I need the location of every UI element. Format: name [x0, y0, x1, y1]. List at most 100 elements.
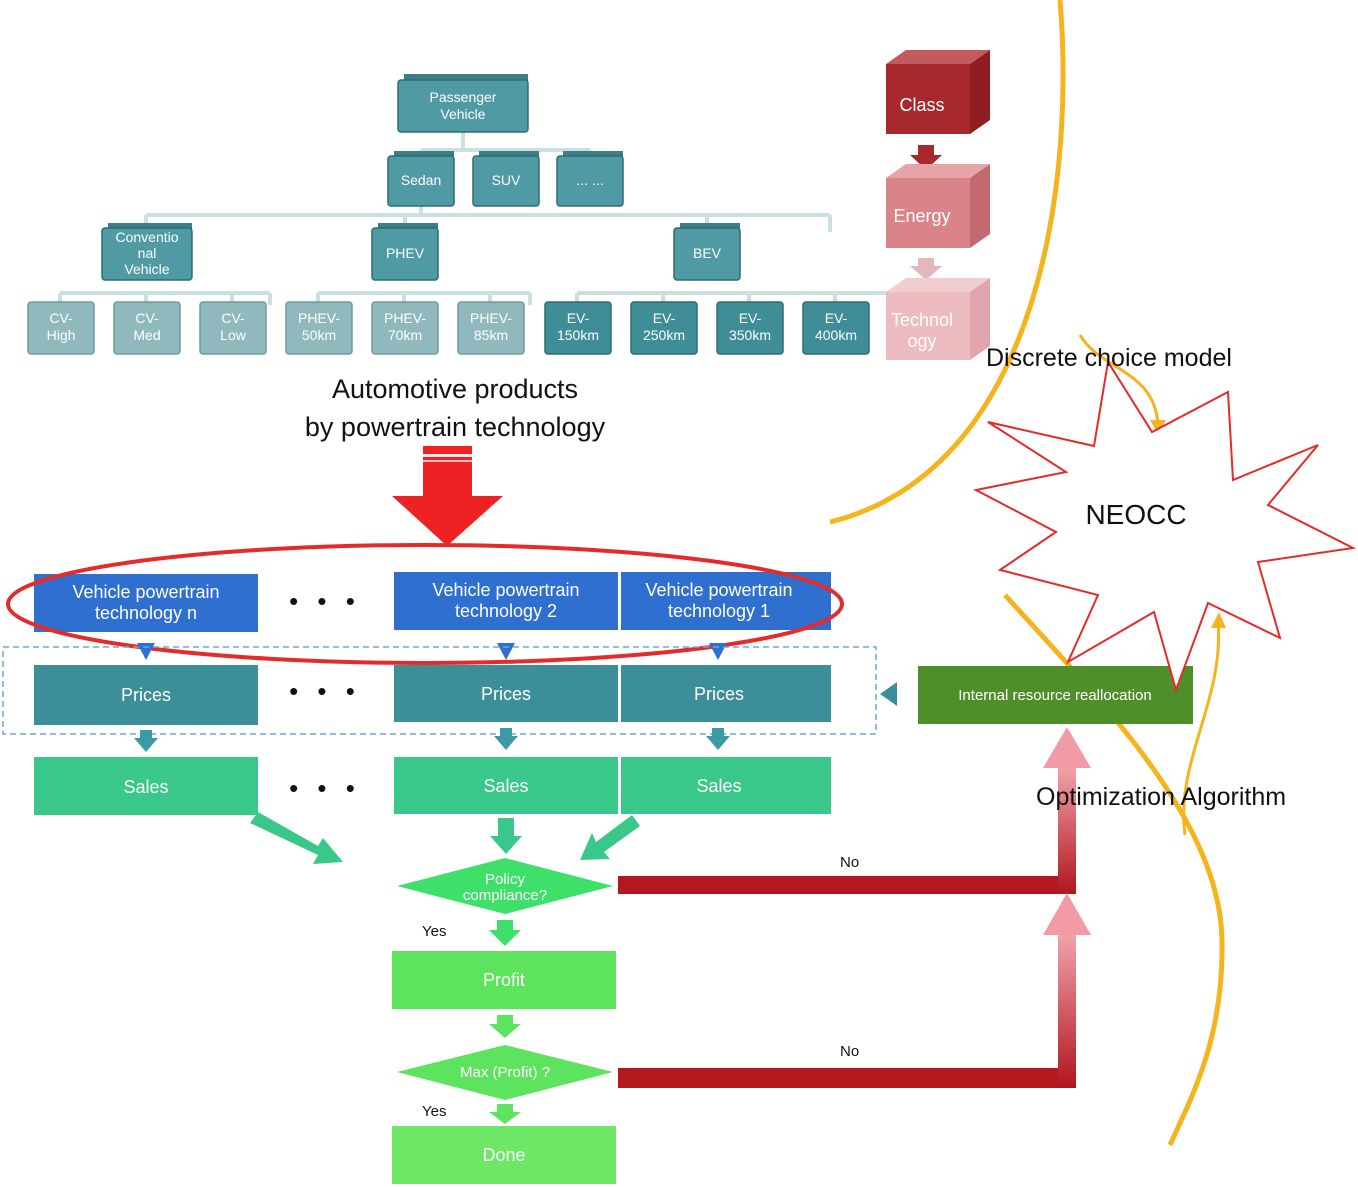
leaf-cv-med: CV- Med: [113, 301, 181, 355]
caption-line1: Automotive products: [332, 374, 578, 404]
leaf-phev-85km: PHEV- 85km: [457, 301, 525, 355]
ellipsis-sales: • • •: [289, 773, 361, 803]
yes-1: Yes: [422, 923, 446, 940]
leaf-cv-high: CV- High: [27, 301, 95, 355]
arrow-to-done: [489, 1104, 521, 1124]
optimization-label: Optimization Algorithm: [1036, 783, 1286, 811]
profit-box: [392, 951, 616, 1009]
node-suv: SUV: [472, 151, 540, 207]
feedback-arrow-no-2: [618, 893, 1091, 1088]
node-bev: BEV: [673, 223, 741, 281]
node-conventional-line1: Conventio: [115, 229, 178, 245]
profit-label: Profit: [483, 970, 525, 990]
leaf-phev-70km: PHEV- 70km: [371, 301, 439, 355]
leaf-ev-400km: EV- 400km: [802, 301, 870, 355]
orange-arrowhead-opt: [1211, 612, 1226, 628]
leaf-ev-150-l2: 150km: [557, 327, 599, 343]
cube-energy-label: Energy: [893, 206, 950, 226]
no-2: No: [840, 1043, 859, 1060]
leaf-cv-med-l2: Med: [133, 327, 160, 343]
dcm-label: Discrete choice model: [986, 344, 1232, 372]
sales-n-box: [34, 757, 258, 815]
leaf-ev-400-l2: 400km: [815, 327, 857, 343]
blue-arrow-2: [497, 643, 515, 660]
neocc-label: NEOCC: [1085, 499, 1186, 530]
neocc-starburst: [973, 359, 1357, 694]
policy-l2: compliance?: [463, 887, 547, 904]
leaf-ev-250-l2: 250km: [643, 327, 685, 343]
leaf-phev-85-l1: PHEV-: [470, 310, 512, 326]
sales-1-box: [621, 757, 831, 814]
leaf-ev-400-l1: EV-: [825, 310, 848, 326]
tech-n-box: Vehicle powertrain technology n: [34, 574, 258, 632]
leaf-cv-low: CV- Low: [199, 301, 267, 355]
node-phev: PHEV: [371, 223, 439, 281]
leaf-cv-low-l2: Low: [220, 327, 247, 343]
leaf-ev-150-l1: EV-: [567, 310, 590, 326]
caption-line2: by powertrain technology: [305, 412, 606, 442]
leaf-phev-70-l2: 70km: [388, 327, 422, 343]
tech-n-l2: technology n: [95, 603, 197, 623]
cube-energy: Energy: [886, 164, 990, 248]
node-passenger-vehicle-line2: Vehicle: [440, 106, 485, 122]
feedback-arrow-no-1: [618, 727, 1091, 894]
tech-2-l1: Vehicle powertrain: [432, 580, 579, 600]
leaf-ev-350-l1: EV-: [739, 310, 762, 326]
leaf-phev-85-l2: 85km: [474, 327, 508, 343]
leaf-ev-350km: EV- 350km: [716, 301, 784, 355]
node-conventional-vehicle: Conventio nal Vehicle: [101, 223, 193, 281]
price-to-sales-arrows: [134, 728, 730, 752]
leaf-ev-350-l2: 350km: [729, 327, 771, 343]
cube-arrow-2: [910, 258, 942, 280]
tech-n-l1: Vehicle powertrain: [72, 582, 219, 602]
sales-1-label: Sales: [696, 776, 741, 796]
ellipsis-tech: • • •: [289, 586, 361, 616]
leaf-phev-70-l1: PHEV-: [384, 310, 426, 326]
node-passenger-vehicle: Passenger Vehicle: [397, 74, 529, 133]
node-sedan-label: Sedan: [401, 172, 441, 188]
done-box: [392, 1126, 616, 1184]
node-more-classes: ... ...: [556, 151, 624, 207]
tech-2-l2: technology 2: [455, 601, 557, 621]
tech-2-box: Vehicle powertrain technology 2: [394, 572, 618, 630]
cube-technology: Technol ogy: [886, 278, 990, 360]
max-profit-diamond: [397, 1045, 613, 1100]
node-conventional-line2: nal: [138, 245, 157, 261]
leaf-phev-50-l1: PHEV-: [298, 310, 340, 326]
policy-l1: Policy: [485, 871, 526, 888]
node-conventional-line3: Vehicle: [124, 261, 169, 277]
node-suv-label: SUV: [492, 172, 521, 188]
node-bev-label: BEV: [693, 245, 722, 261]
realloc-label: Internal resource reallocation: [958, 687, 1151, 704]
node-passenger-vehicle-line1: Passenger: [430, 89, 497, 105]
node-more-classes-label: ... ...: [576, 172, 603, 188]
realloc-box: [918, 666, 1193, 724]
orange-arrowhead-dcm: [1150, 420, 1166, 434]
arrow-to-profit: [489, 920, 521, 946]
leaf-cv-med-l1: CV-: [135, 310, 159, 326]
leaf-phev-50km: PHEV- 50km: [285, 301, 353, 355]
leaf-cv-low-l1: CV-: [221, 310, 245, 326]
tech-1-l2: technology 1: [668, 601, 770, 621]
sales-converge-arrows: [250, 812, 640, 864]
leaf-phev-50-l2: 50km: [302, 327, 336, 343]
tech-1-box: Vehicle powertrain technology 1: [621, 572, 831, 630]
leaf-cv-high-l2: High: [47, 327, 76, 343]
red-ellipse: [6, 543, 844, 665]
cube-class: Class: [886, 50, 990, 134]
node-sedan: Sedan: [387, 151, 455, 207]
arrow-to-max: [489, 1015, 521, 1038]
prices-1-box: [621, 665, 831, 722]
no-1: No: [840, 854, 859, 871]
sales-2-label: Sales: [483, 776, 528, 796]
big-red-arrow: [392, 446, 503, 546]
node-phev-label: PHEV: [386, 245, 425, 261]
prices-2-label: Prices: [481, 684, 531, 704]
leaf-ev-150km: EV- 150km: [544, 301, 612, 355]
done-label: Done: [482, 1145, 525, 1165]
cube-arrow-1: [910, 145, 942, 170]
tech-1-l1: Vehicle powertrain: [645, 580, 792, 600]
yes-2: Yes: [422, 1103, 446, 1120]
prices-n-label: Prices: [121, 685, 171, 705]
leaf-ev-250-l1: EV-: [653, 310, 676, 326]
